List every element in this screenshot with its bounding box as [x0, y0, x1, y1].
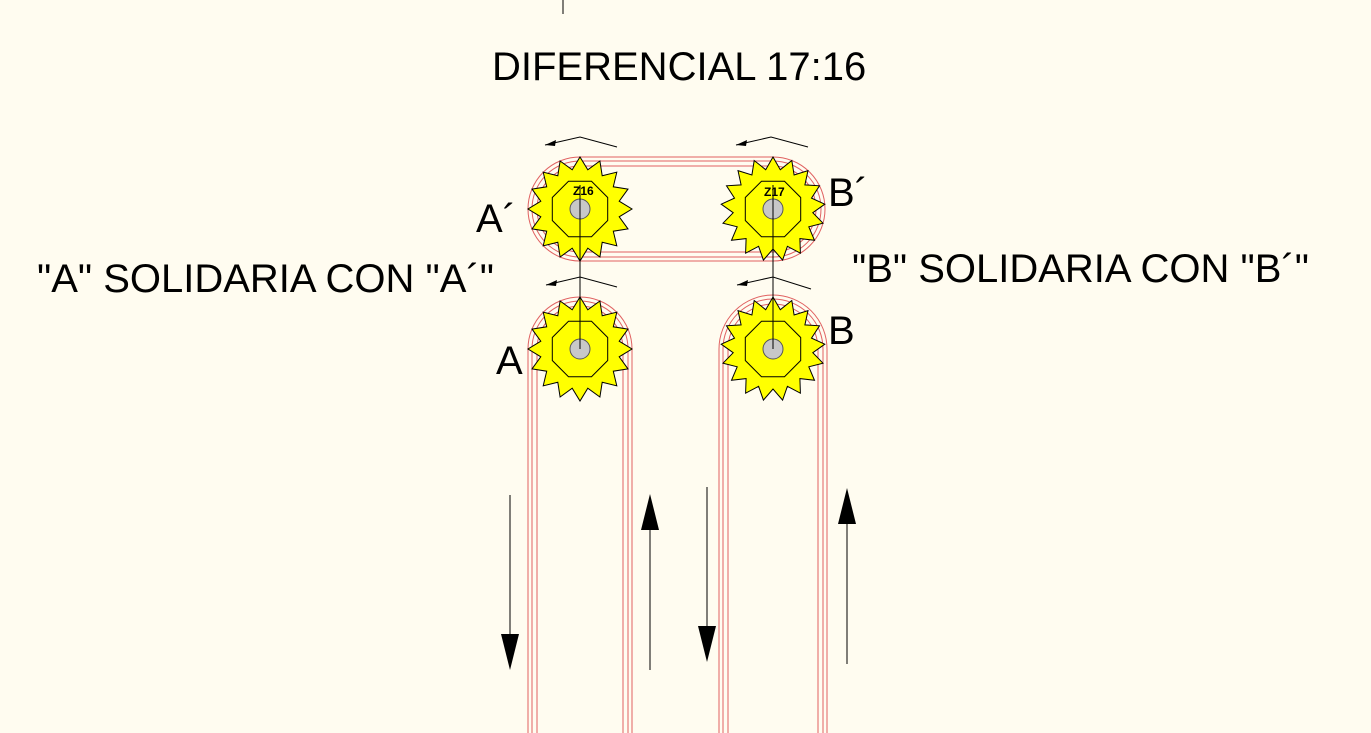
gear-label-a: A [496, 339, 523, 383]
rotation-arrow-a-prime [544, 136, 618, 148]
gear-inner-octagon [744, 180, 802, 238]
arrow-down-a-head [501, 634, 519, 670]
arrow-up-b-head [838, 488, 856, 524]
arrow-down-b-head [698, 626, 716, 662]
tooth-count-b-prime: Z17 [764, 185, 785, 199]
rotation-arrowhead-a-prime [545, 140, 556, 146]
arrow-up-a-head [641, 494, 659, 530]
note-right: "B" SOLIDARIA CON "B´" [852, 247, 1309, 291]
gear-label-b: B [828, 309, 855, 353]
gear-inner-octagon [744, 320, 802, 378]
rotation-arrow-b [736, 276, 812, 290]
gear-label-b-prime: B´ [828, 171, 868, 215]
rotation-arrowheads [545, 140, 748, 286]
rotation-arrow-a [545, 276, 618, 288]
gear-inner-octagon [551, 320, 609, 378]
rotation-arrowhead-a [546, 280, 557, 286]
drawing-title: DIFERENCIAL 17:16 [492, 45, 866, 89]
rotation-arrowhead-b-prime [736, 140, 747, 146]
gear-inner-octagon [551, 180, 609, 238]
rotation-arrowhead-b [737, 280, 748, 286]
chain-direction-arrows [501, 487, 856, 670]
note-left: "A" SOLIDARIA CON "A´" [37, 257, 494, 301]
rotation-arrow-b-prime [735, 136, 809, 148]
gear-label-a-prime: A´ [476, 197, 516, 241]
rotation-arrows [544, 136, 812, 290]
tooth-count-a-prime: Z16 [573, 184, 594, 198]
